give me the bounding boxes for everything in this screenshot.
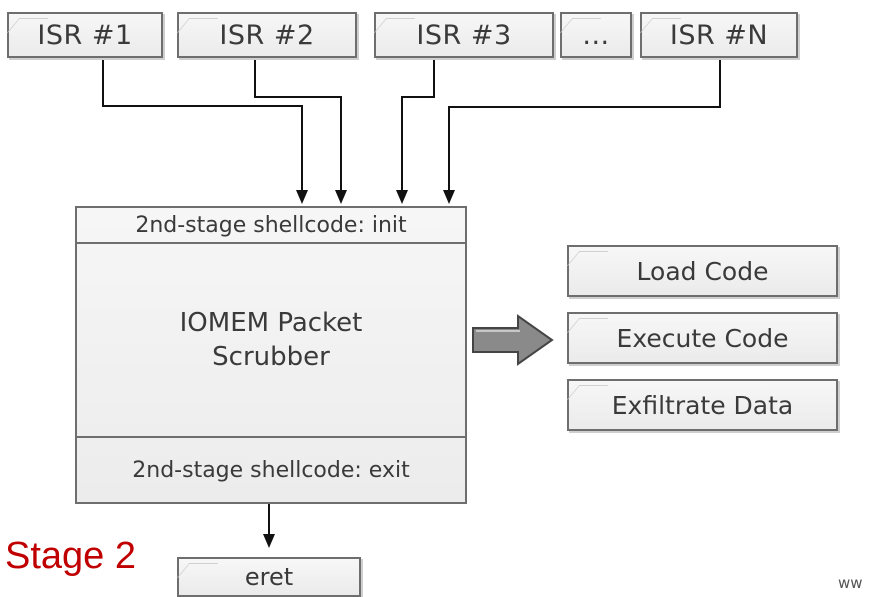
isr-box-ellipsis: ... [560,12,632,58]
action-load-code: Load Code [567,245,838,297]
isr-label-ellipsis: ... [582,19,610,51]
stage-label: Stage 2 [5,535,136,577]
connector-isr1 [102,58,303,200]
init-label: 2nd-stage shellcode: init [135,212,407,238]
shellcode-block: 2nd-stage shellcode: init IOMEM Packet S… [75,206,467,504]
exit-label: 2nd-stage shellcode: exit [132,457,410,483]
connector-isr3 [401,58,435,200]
isr-label-1: ISR #1 [37,19,133,51]
scrubber-label-line2: Scrubber [212,342,330,372]
connector-isr2 [254,58,342,200]
footer-text: ww [838,574,863,592]
scrubber-label-line1: IOMEM Packet [179,308,363,338]
connector-isrn [448,58,721,200]
action-label-load: Load Code [636,256,769,286]
isr-box-n: ISR #N [640,12,798,58]
scrubber-band: IOMEM Packet Scrubber [77,244,465,438]
eret-label: eret [244,563,294,591]
action-exfiltrate-data: Exfiltrate Data [567,379,838,431]
isr-label-3: ISR #3 [416,19,512,51]
isr-label-n: ISR #N [669,19,769,51]
init-band: 2nd-stage shellcode: init [77,208,465,244]
isr-box-1: ISR #1 [7,12,163,58]
eret-box: eret [177,557,361,597]
action-execute-code: Execute Code [567,312,838,364]
arrow-right-icon [472,314,554,366]
isr-box-2: ISR #2 [177,12,357,58]
isr-box-3: ISR #3 [374,12,554,58]
isr-label-2: ISR #2 [219,19,315,51]
exit-band: 2nd-stage shellcode: exit [77,438,465,502]
action-label-exfiltrate: Exfiltrate Data [611,390,794,420]
action-label-execute: Execute Code [616,323,789,353]
